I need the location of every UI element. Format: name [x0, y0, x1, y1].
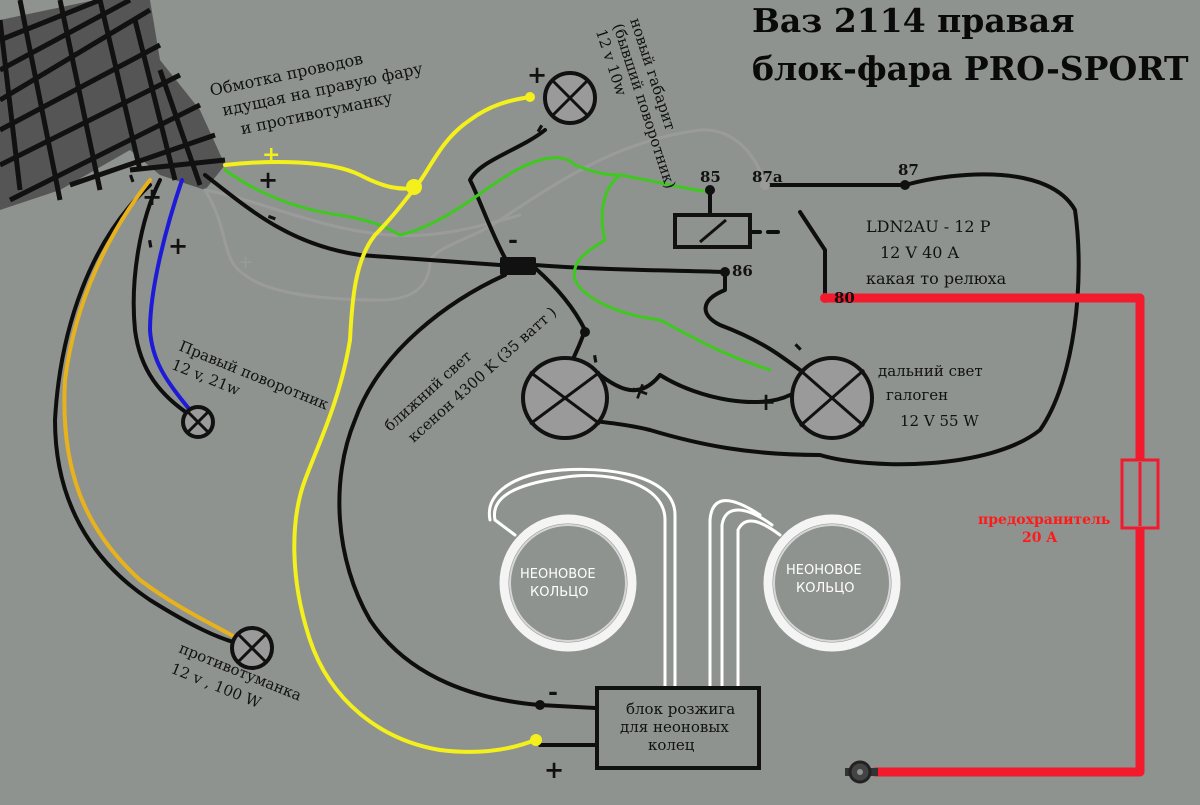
neon-ring-left-line-2: КОЛЬЦО	[530, 585, 588, 600]
relay-pin-87a: 87a	[752, 168, 783, 186]
neon-ring-left-icon	[499, 514, 637, 652]
black-wires	[53, 128, 1081, 747]
connector-block	[500, 257, 536, 275]
fuse-label-line-1: предохранитель	[978, 512, 1110, 528]
parking-lamp-icon	[525, 71, 597, 125]
yellow-wires	[223, 95, 537, 754]
turn-minus-sign: -	[137, 236, 167, 251]
harness-plus-sign-1: +	[262, 142, 280, 168]
gray-minus-mark: +	[238, 252, 253, 273]
relay-rating: 12 V 40 A	[880, 243, 960, 262]
turn-plus-sign: +	[168, 231, 188, 260]
harness-plus-sign-2: +	[258, 165, 278, 194]
relay-model: LDN2AU - 12 P	[866, 217, 991, 236]
relay-pin-86: 86	[732, 262, 753, 280]
ignition-block	[595, 686, 761, 770]
turn-wire	[147, 178, 192, 412]
relay-pin-85: 85	[700, 168, 721, 186]
parking-light-label: новый габарит (бывший поворотник) 12 v 1…	[592, 16, 680, 191]
relay-note: какая то релюха	[866, 269, 1007, 288]
relay-pin-80: 80	[834, 289, 855, 307]
neon-ring-right-icon	[763, 514, 901, 652]
neon-ring-right-line-1: НЕОНОВОЕ	[786, 563, 862, 578]
ignition-plus-sign: +	[544, 755, 564, 784]
high-beam-line-1: дальний свет	[878, 362, 983, 380]
high-beam-minus-sign: -	[786, 332, 814, 360]
green-wires	[223, 156, 772, 372]
connector-minus-sign: -	[508, 225, 518, 254]
title-line-2: блок-фара PRO-SPORT	[752, 49, 1189, 88]
neon-ring-right-line-2: КОЛЬЦО	[796, 581, 854, 596]
title-line-1: Ваз 2114 правая	[752, 1, 1074, 40]
relay-pin-87: 87	[898, 161, 919, 179]
fog-wire	[62, 178, 242, 642]
relay-pin-80-dot	[820, 293, 830, 303]
high-beam-plus-sign: +	[756, 387, 776, 416]
high-beam-lamp-icon	[790, 356, 874, 440]
turn-signal-lamp-icon	[181, 405, 215, 439]
battery-wire-upper	[820, 293, 1145, 465]
low-beam-minus-sign: -	[582, 351, 612, 366]
ignition-block-line-1: блок розжига	[626, 700, 735, 718]
fog-lamp-icon	[230, 626, 274, 670]
ignition-block-line-3: колец	[648, 736, 695, 754]
battery-terminal-icon	[845, 760, 878, 784]
relay-icon	[673, 180, 910, 277]
harness-label: Обмотка проводов идущая на правую фару и…	[208, 49, 425, 138]
battery-wire-lower	[870, 523, 1145, 777]
neon-ring-left-line-1: НЕОНОВОЕ	[520, 567, 596, 582]
wire-harness	[0, 0, 226, 210]
yellow-splice	[406, 179, 422, 195]
low-beam-lamp-icon	[521, 327, 609, 440]
fuse	[1120, 458, 1160, 530]
fog-plus-sign: +	[142, 182, 162, 211]
ignition-minus-sign: -	[548, 677, 558, 706]
high-beam-line-2: галоген	[886, 386, 948, 404]
low-beam-plus-sign: +	[626, 373, 655, 407]
ignition-block-line-2: для неоновых	[620, 718, 729, 736]
neon-wires	[487, 467, 782, 690]
fuse-label-line-2: 20 A	[1022, 530, 1058, 546]
high-beam-line-3: 12 V 55 W	[900, 412, 979, 430]
parking-plus-sign: +	[527, 60, 547, 89]
